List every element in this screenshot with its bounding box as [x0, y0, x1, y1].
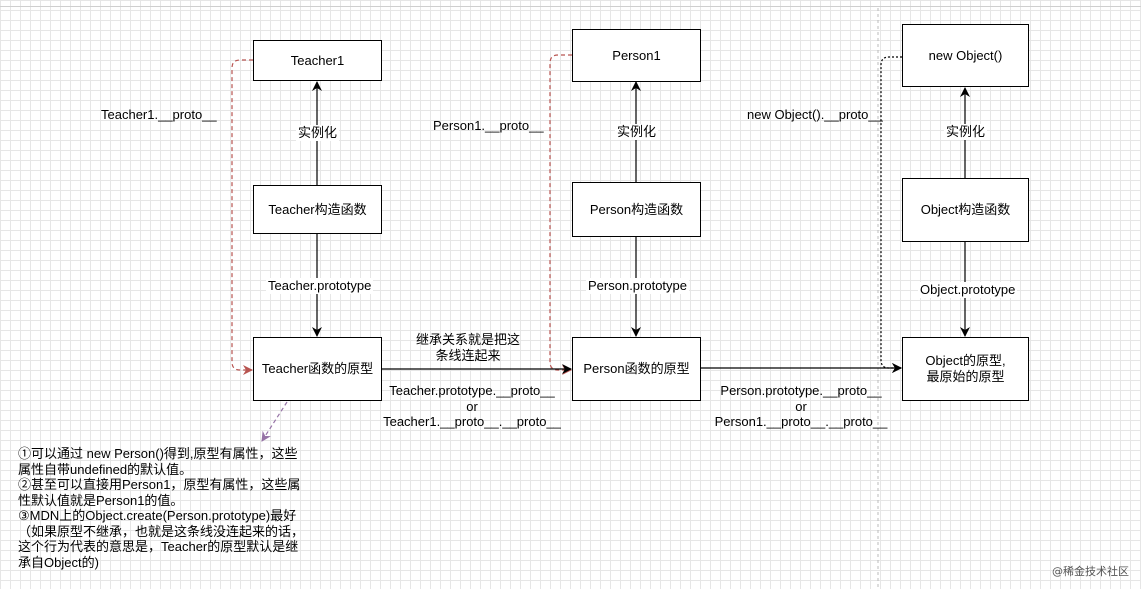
teacher-prototype-label: Teacher.prototype: [266, 278, 374, 294]
person1-proto-label: Person1.__proto__: [433, 118, 544, 133]
object-prototype-node: Object的原型, 最原始的原型: [902, 337, 1029, 401]
teacher-prototype-node: Teacher函数的原型: [253, 337, 382, 401]
explanation-note: ①可以通过 new Person()得到,原型有属性，这些 属性自带undefi…: [18, 446, 305, 570]
person1-node: Person1: [572, 29, 701, 82]
watermark: @稀金技术社区: [1052, 565, 1129, 578]
person-instantiate-label: 实例化: [615, 124, 659, 140]
teacher1-node: Teacher1: [253, 40, 382, 81]
new-object-node: new Object(): [902, 24, 1029, 87]
teacher-chain-or: or: [466, 399, 478, 414]
teacher-constructor-node: Teacher构造函数: [253, 185, 382, 234]
person-chain-or: or: [795, 399, 807, 414]
object-prototype-label: Object.prototype: [918, 282, 1018, 298]
teacher-chain-label-1: Teacher.prototype.__proto__: [389, 383, 555, 398]
teacher1-proto-dashed-arrow: [231, 59, 253, 375]
teacher-instantiate-label: 实例化: [296, 125, 340, 141]
teacher1-proto-label: Teacher1.__proto__: [101, 107, 217, 122]
new-object-proto-label: new Object().__proto__: [747, 107, 883, 122]
note-pointer-arrow: [261, 401, 288, 442]
person1-proto-dashed-arrow: [549, 54, 572, 375]
teacher-chain-label-2: Teacher1.__proto__.__proto__: [383, 414, 561, 429]
object-instantiate-label: 实例化: [944, 124, 988, 140]
person-chain-label-1: Person.prototype.__proto__: [720, 383, 882, 398]
inherit-note-label: 继承关系就是把这 条线连起来: [415, 332, 520, 363]
person-chain-label-2: Person1.__proto__.__proto__: [714, 414, 888, 429]
new-object-proto-dashed-arrow: [880, 56, 902, 373]
person-prototype-label: Person.prototype: [586, 278, 690, 294]
person-constructor-node: Person构造函数: [572, 182, 701, 237]
top-border-line: [0, 6, 1141, 7]
object-constructor-node: Object构造函数: [902, 178, 1029, 242]
person-prototype-node: Person函数的原型: [572, 337, 701, 401]
